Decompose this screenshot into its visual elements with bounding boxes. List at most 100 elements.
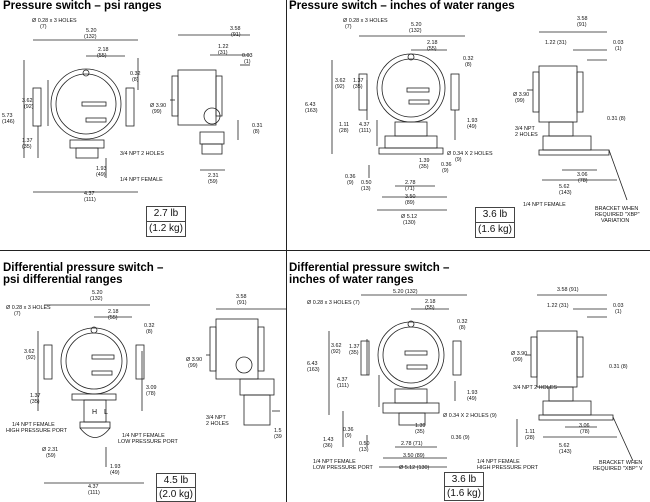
dim-npt-hi2: HIGH PRESSURE PORT	[477, 465, 539, 471]
weight-lb-box: 4.5 lb	[156, 473, 196, 488]
dim-h4: 1.93	[467, 118, 478, 124]
dim-w3: 4.37	[337, 377, 348, 383]
dim-holes2-mm: (9)	[455, 157, 462, 163]
dim-d1: 0.32	[144, 323, 155, 329]
dimension-drawing: Ø 0.28 x 3 HOLES (7) 5.20 (132) 2.18 (55…	[305, 16, 640, 226]
dim-lo-label: L	[104, 409, 108, 416]
dim-h1: 3.62	[331, 343, 342, 349]
dim-w2: 2.18	[108, 309, 119, 315]
dim-s6-mm: (143)	[559, 449, 572, 455]
dim-dia: Ø 3.90	[150, 103, 166, 109]
dim-h2: 6.43	[305, 102, 316, 108]
weight-kg-box: (1.2 kg)	[146, 221, 186, 237]
dim-npt2: 3/4 NPT	[206, 415, 226, 421]
dim-d1: 0.32	[457, 319, 468, 325]
dim-b1-mm: (9)	[345, 433, 352, 439]
dim-dia-mm: (99)	[513, 357, 523, 363]
dim-w2: 2.18	[425, 299, 436, 305]
dim-h1-mm: (92)	[26, 355, 36, 361]
dim-dia2: Ø 2.31	[42, 447, 58, 453]
panel-title: Pressure switch – inches of water ranges	[289, 0, 515, 12]
dim-bracket3: VARIATION	[601, 218, 629, 224]
dim-w2-mm: (55)	[427, 46, 437, 52]
dim-npt-lo2: LOW PRESSURE PORT	[118, 439, 179, 445]
dim-b5: 0.50	[359, 441, 370, 447]
dim-npt-female: 1/4 NPT FEMALE	[120, 177, 163, 183]
dimension-labels: Ø 0.28 x 3 HOLES (7) 5.20 (132) 2.18 (55…	[2, 18, 263, 203]
weight-lb-box: 3.6 lb	[475, 207, 515, 223]
dim-b8: Ø 5.12	[401, 214, 417, 220]
dim-w2: 2.18	[427, 40, 438, 46]
dim-h5-mm: (35)	[349, 350, 359, 356]
dim-s2: 1.22 (31)	[547, 303, 569, 309]
dim-s3-mm: (1)	[615, 309, 622, 315]
dim-h4-mm: (49)	[467, 124, 477, 130]
dim-s3: 0.03	[613, 303, 624, 309]
dim-npt-hi: 1/4 NPT FEMALE	[12, 422, 55, 428]
dim-s2: 1.22 (31)	[545, 40, 567, 46]
dim-s7-mm: (28)	[525, 435, 535, 441]
dim-s1-mm: (91)	[577, 22, 587, 28]
dim-s5: 3.06	[577, 172, 588, 178]
weight-lb-box: 2.7 lb	[146, 206, 186, 222]
dim-s3: 0.03	[242, 53, 253, 59]
dim-h1: 3.62	[22, 98, 33, 104]
dim-b5-mm: (13)	[361, 186, 371, 192]
dim-npt2b: 2 HOLES	[206, 421, 229, 427]
dim-h6: 3.09	[146, 385, 157, 391]
dim-h2-mm: (163)	[307, 367, 320, 373]
dim-d1: 0.32	[463, 56, 474, 62]
dim-s1: 3.58	[230, 26, 241, 32]
dim-b3: 0.36	[441, 162, 452, 168]
dim-h3-mm: (28)	[339, 128, 349, 134]
dim-dia: Ø 3.90	[186, 357, 202, 363]
dim-bracket2: REQUIRED "XBP"	[595, 212, 640, 218]
dim-npt-lo: 1/4 NPT FEMALE	[122, 433, 165, 439]
dim-h6-mm: (78)	[146, 391, 156, 397]
panel-differential-psi: Differential pressure switch – psi diffe…	[0, 251, 286, 502]
dim-w1: 5.20 (132)	[393, 289, 418, 295]
dim-h4-mm: (49)	[467, 396, 477, 402]
dim-w3: 4.37	[84, 191, 95, 197]
dim-dia-mm: (99)	[152, 109, 162, 115]
dim-holes-mm: (7)	[14, 311, 21, 317]
dim-bracket: BRACKET WHEN	[595, 206, 638, 212]
dim-hi-label: H	[92, 409, 97, 416]
dim-b5: 0.50	[361, 180, 372, 186]
dim-b2: 1.39	[415, 423, 426, 429]
dim-w2-mm: (55)	[108, 315, 118, 321]
dim-npt-hi2: HIGH PRESSURE PORT	[6, 428, 68, 434]
dim-b3-mm: (9)	[442, 168, 449, 174]
dim-b8: Ø 5.12 (130)	[399, 465, 429, 471]
dimension-labels: Ø 0.28 x 3 HOLES (7) 5.20 (132) 2.18 (55…	[6, 290, 282, 496]
dim-dia-mm: (99)	[188, 363, 198, 369]
dim-w1: 5.20	[92, 290, 103, 296]
dim-npt2: 3/4 NPT 2 HOLES	[120, 151, 164, 157]
dim-w2-mm: (55)	[97, 53, 107, 59]
dim-h1-mm: (92)	[331, 349, 341, 355]
dim-d1: 0.32	[130, 71, 141, 77]
dim-dia: Ø 3.90	[513, 92, 529, 98]
dim-holes-mm: (7)	[40, 24, 47, 30]
dim-w3: 4.37	[359, 122, 370, 128]
dim-b6-mm: (71)	[405, 186, 415, 192]
dim-s4: 0.31	[252, 123, 263, 129]
dim-h3-mm: (35)	[22, 144, 32, 150]
dim-h4: 1.93	[467, 390, 478, 396]
dim-b5-mm: (13)	[359, 447, 369, 453]
dim-w1: 5.20	[86, 28, 97, 34]
dim-h4-mm: (49)	[96, 172, 106, 178]
panel-title-line1: Differential pressure switch –	[289, 262, 450, 274]
dim-w3: 4.37	[88, 484, 99, 490]
dim-s4: 0.31 (8)	[609, 364, 628, 370]
dim-holes2: Ø 0.34 X 2 HOLES (9)	[443, 413, 497, 419]
dim-b2: 1.39	[419, 158, 430, 164]
dim-s1: 3.58	[236, 294, 247, 300]
dim-h3: 1.37	[30, 393, 41, 399]
dim-b2-mm: (35)	[419, 164, 429, 170]
dim-b8-mm: (130)	[403, 220, 416, 226]
dim-s5: 3.06	[579, 423, 590, 429]
dim-w3-mm: (111)	[88, 490, 100, 496]
dim-holes: Ø 0.28 x 3 HOLES	[32, 18, 77, 24]
dim-s3-mm: (1)	[244, 59, 251, 65]
